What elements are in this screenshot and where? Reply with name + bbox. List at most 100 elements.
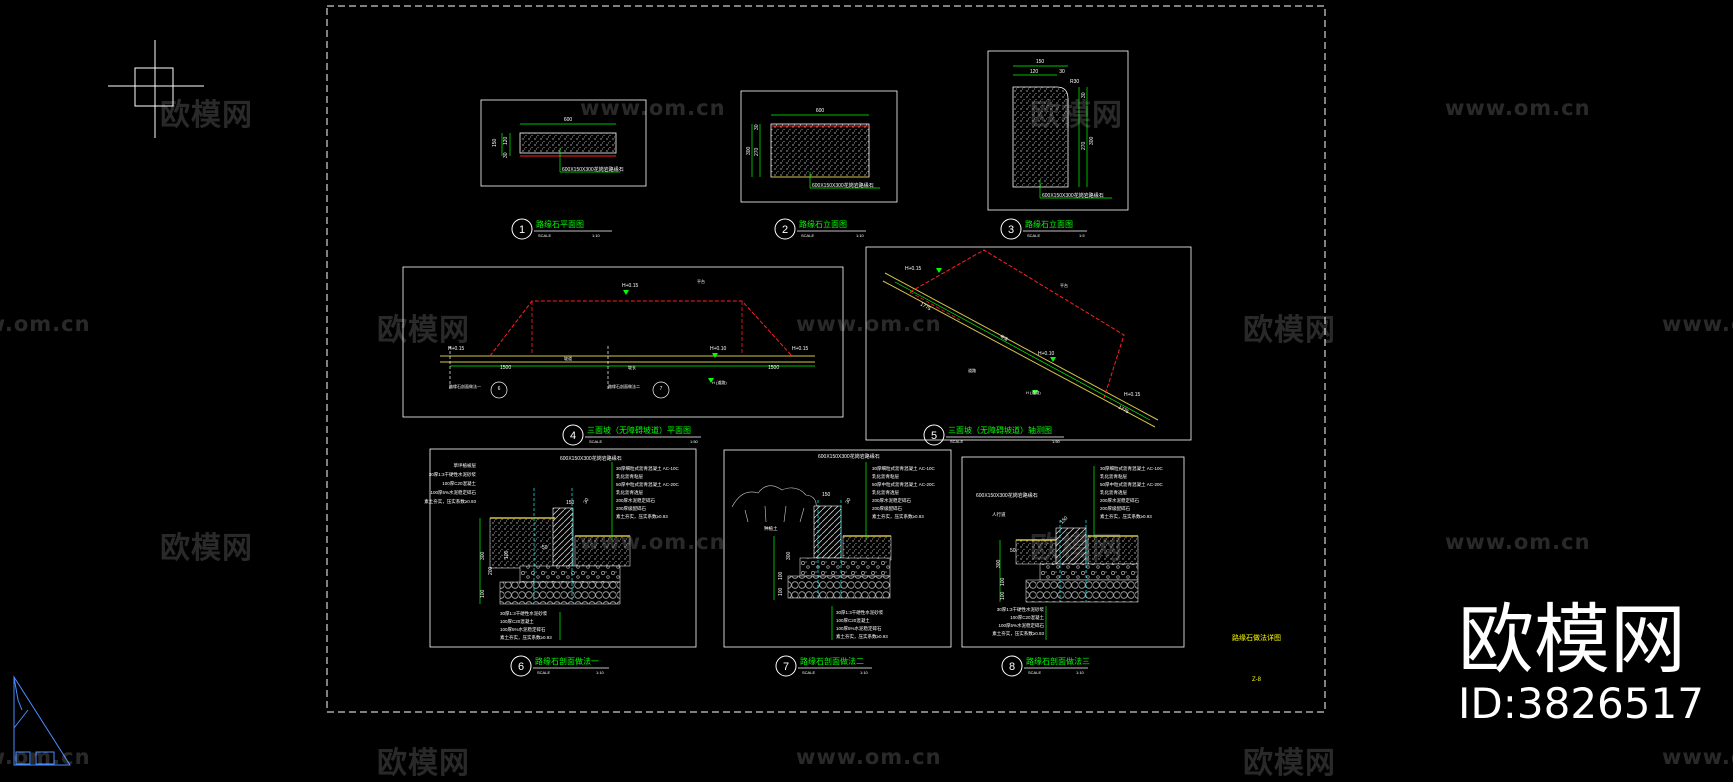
d8-bottom-layer-1: 100厚C20混凝土 [1010,614,1044,621]
d6-right-layer-5: 200厚级配碎石 [616,505,647,512]
d7-bottom-layer-0: 30厚1:3干硬性水泥砂浆 [836,609,884,616]
ucs-crosshair-icon [108,40,204,138]
watermark-url: www.om.cn [580,530,726,554]
d8-bottom-layer-0: 30厚1:3干硬性水泥砂浆 [997,606,1045,613]
watermark-url: www.om.cn [580,96,726,120]
d3-dim-right: 300 [1089,136,1095,145]
d8-dim-3: 100 [1000,577,1006,586]
d6-left-layer-0: 草坪植被层 [454,462,477,469]
d4-ref-left: 6 [498,386,501,392]
d8-right-layer-3: 乳化沥青透层 [1100,489,1127,496]
detail-2-title: 路缘石立面图 [799,219,847,229]
watermark-cn: 欧模网 [1030,531,1123,566]
detail-4-title: 三面坡（无障碍坡道）平面图 [587,425,691,435]
detail-4-ramp-plan [402,266,844,418]
d7-right-layer-2: 50厚中粒式沥青混凝土 AC-20C [872,481,936,488]
brand-id: ID:3826517 [1458,679,1704,728]
d6-dim-4: 300 [480,551,486,560]
d8-bottom-layer-3: 素土夯实，压实系数≥0.93 [992,630,1044,637]
detail-5-ramp-axonometric [865,246,1192,441]
watermark-cn: 欧模网 [377,313,470,348]
d5-h15-bottom: H+0.15 [1124,392,1140,398]
d8-top-callout: 600X150X300花岗岩路缘石 [976,492,1038,499]
detail-8-title: 路缘石剖面做法三 [1026,656,1090,666]
detail-6-title-group [510,655,609,677]
d8-dim-1: 300 [996,559,1002,568]
detail-1-title-group [511,218,612,240]
sheet-title: 路缘石做法详图 [1232,633,1281,642]
d6-dim-2: 50 [542,545,548,551]
d6-left-layer-1: 30厚1:3干硬性水泥砂浆 [429,471,477,478]
d4-dim-left: 1500 [500,365,511,371]
d7-right-layer-3: 乳化沥青透层 [872,489,899,496]
detail-3-title: 路缘石立面图 [1025,219,1073,229]
watermark-url: www.om.cn [796,312,942,336]
detail-2-title-group [774,218,866,240]
watermark-cn: 欧模网 [377,746,470,781]
d2-dim-a: 300 [746,146,752,155]
sheet-frame [326,5,1326,713]
d3-dim-top: 150 [1036,59,1045,65]
d7-dim-4: 100 [778,587,784,596]
detail-8-scale-value: 1:10 [1076,670,1085,675]
detail-2-scale-value: 1:10 [856,233,865,238]
d8-right-layer-6: 素土夯实，压实系数≥0.93 [1100,513,1152,520]
detail-6-section [429,448,697,648]
d4-ref-mid: 7 [660,386,663,392]
detail-3-number: 3 [1008,224,1014,236]
d4-h: H (道路) [712,379,727,385]
detail-7-scale-value: 1:10 [860,670,869,675]
detail-6-scale-value: 1:10 [596,670,605,675]
d3-dim-sub-a: 120 [1030,69,1039,75]
detail-5-title: 三面坡（无障碍坡道）轴测图 [948,425,1052,435]
d7-top-callout: 600X150X300花岗岩路缘石 [818,453,880,460]
watermark-cn: 欧模网 [160,98,253,133]
detail-6-number: 6 [518,661,524,673]
d6-right-layer-2: 50厚中粒式沥青混凝土 AC-20C [616,481,680,488]
detail-2-scale-label: SCALE [801,233,814,238]
d7-bottom-layer-2: 100厚5%水泥稳定碎石 [836,625,882,632]
detail-1-number: 1 [519,224,525,236]
d1-dim-b: 120 [503,136,509,145]
d1-dim-a: 150 [492,138,498,147]
d7-bottom-layer-3: 素土夯实，压实系数≥0.93 [836,633,888,640]
watermark-url: www.om.cn [1445,530,1591,554]
detail-8-section [961,456,1185,648]
d6-dim-5: 100 [480,589,486,598]
d6-bottom-layer-3: 素土夯实，压实系数≥0.93 [500,634,552,641]
detail-5-number: 5 [931,430,937,442]
d6-dim-1: 30 [583,497,591,505]
d1-dim-c: 30 [503,152,509,158]
d1-callout: 600X150X300花岗岩路缘石 [562,166,624,173]
d5-slope-top: 平台 [1060,282,1068,288]
d7-right-layer-5: 200厚级配碎石 [872,505,903,512]
watermark-cn: 欧模网 [1243,313,1336,348]
detail-6-scale-label: SCALE [537,670,550,675]
watermark-url: www.om.cn [0,312,91,336]
d3-dim-right-b: 270 [1081,141,1087,150]
d6-right-layer-1: 乳化沥青粘层 [616,473,643,480]
detail-2-number: 2 [782,224,788,236]
detail-1-scale-label: SCALE [538,233,551,238]
d7-left-label: 种植土 [764,525,778,532]
d7-right-layer-4: 200厚水泥稳定碎石 [872,497,912,504]
d6-right-layer-4: 200厚水泥稳定碎石 [616,497,656,504]
d6-dim-0: 150 [566,500,575,506]
detail-4-number: 4 [570,430,576,442]
d7-right-layer-0: 30厚细粒式沥青混凝土 AC-10C [872,465,936,472]
d8-bottom-layer-2: 100厚5%水泥稳定碎石 [998,622,1044,629]
watermark-cn: 欧模网 [160,531,253,566]
d5-road: 道路 [968,367,976,373]
detail-7-title: 路缘石剖面做法二 [800,656,864,666]
detail-8-title-group [1001,655,1088,677]
d4-note-left: 路缘石剖面做法一 [449,383,481,389]
d6-left-layer-2: 100厚C20混凝土 [442,480,476,487]
d5-h10: H+0.10 [1038,351,1054,357]
d6-bottom-layer-2: 100厚5%水泥稳定碎石 [500,626,546,633]
detail-1-plan [480,99,647,187]
detail-3-scale-value: 1:5 [1079,233,1085,238]
d5-slope-label: 坡道 [1000,333,1010,342]
d6-right-layer-0: 30厚细粒式沥青混凝土 AC-10C [616,465,680,472]
detail-3-title-group [1000,218,1087,240]
